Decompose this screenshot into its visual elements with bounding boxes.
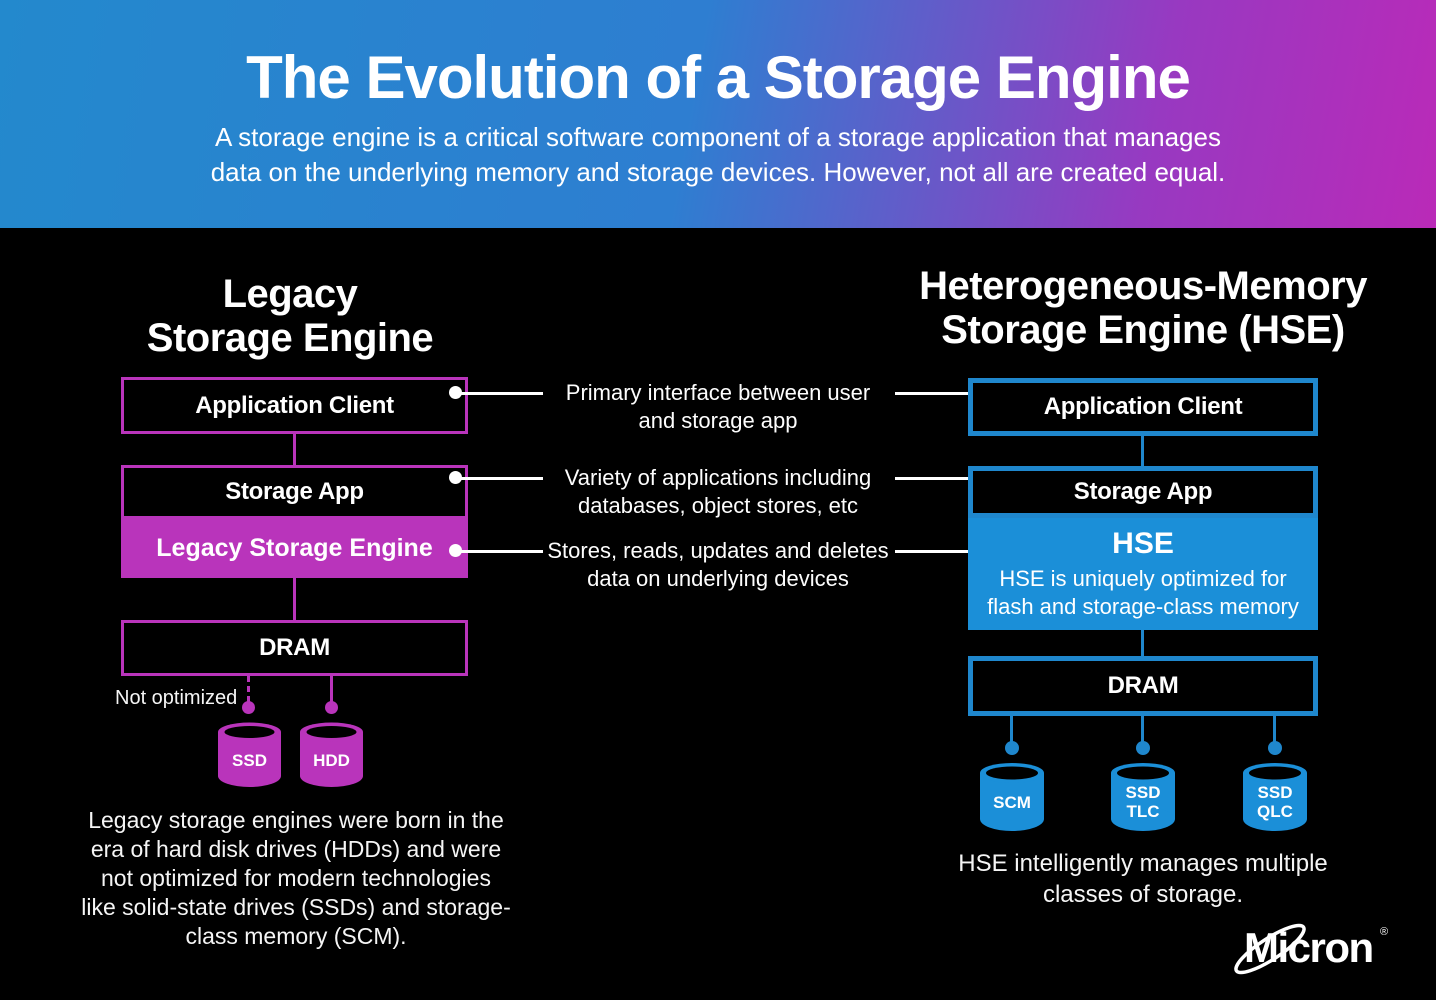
ssd-qlc-cylinder-label: SSD QLC	[1257, 783, 1293, 821]
legacy-storage-engine-box: Legacy Storage Engine	[121, 519, 468, 578]
legacy-connector-engine-dram	[293, 578, 296, 620]
hse-storage-app-box: Storage App	[968, 466, 1318, 518]
page-subtitle: A storage engine is a critical software …	[0, 120, 1436, 190]
cylinder-shape-icon	[300, 722, 363, 787]
hse-application-client-label: Application Client	[1043, 393, 1243, 420]
legacy-application-client-box: Application Client	[121, 377, 468, 434]
annotation2-right-line	[895, 477, 983, 480]
ssd-tlc-cylinder-label: SSD TLC	[1125, 783, 1161, 821]
hdd-cylinder: HDD	[298, 722, 365, 788]
legacy-caption: Legacy storage engines were born in the …	[81, 807, 511, 949]
scm-cylinder: SCM	[978, 762, 1046, 832]
legacy-application-client-label: Application Client	[195, 391, 394, 419]
ssd-cylinder: SSD	[216, 722, 283, 788]
cylinder-shape-icon	[1243, 763, 1307, 831]
annotation2-left-line	[455, 477, 543, 480]
cylinder-shape-icon	[1111, 763, 1175, 831]
hse-dram-ssdtlc-connector	[1141, 716, 1144, 742]
legacy-dram-box: DRAM	[121, 620, 468, 676]
hdd-cylinder-label: HDD	[313, 750, 350, 770]
hse-dram-ssdqlc-connector	[1273, 716, 1276, 742]
hse-scm-connector-dot	[1005, 741, 1019, 755]
ssd-cylinder-label: SSD	[232, 750, 267, 770]
annotation3-left-line	[455, 550, 543, 553]
annotation-storage-app: Variety of applications including databa…	[564, 465, 872, 518]
hse-engine-subtitle: HSE is uniquely optimized for flash and …	[987, 566, 1299, 619]
hse-connector-appclient-storageapp	[1141, 436, 1144, 466]
annotation1-left-line	[455, 392, 543, 395]
scm-cylinder-label: SCM	[993, 792, 1031, 812]
hse-dram-label: DRAM	[1107, 672, 1179, 699]
hse-connector-engine-dram	[1141, 630, 1144, 656]
hse-title-line-2: Storage Engine (HSE)	[941, 308, 1345, 352]
micron-logo: Micron ®	[1222, 912, 1412, 982]
not-optimized-label: Not optimized	[115, 687, 238, 709]
cylinder-shape-icon	[980, 763, 1044, 831]
hse-storage-app-label: Storage App	[1073, 478, 1213, 505]
annotation-storage-engine: Stores, reads, updates and deletes data …	[547, 538, 889, 591]
hse-application-client-box: Application Client	[968, 378, 1318, 436]
annotation-application-client: Primary interface between user and stora…	[565, 380, 871, 433]
ssd-qlc-cylinder: SSD QLC	[1241, 762, 1309, 832]
registered-trademark-icon: ®	[1380, 926, 1389, 938]
legacy-connector-appclient-storageapp	[293, 434, 296, 465]
legacy-storage-app-box: Storage App	[121, 465, 468, 519]
header-banner: The Evolution of a Storage Engine A stor…	[0, 0, 1436, 228]
hse-caption: HSE intelligently manages multiple class…	[958, 850, 1328, 908]
subtitle-line-2: data on the underlying memory and storag…	[210, 157, 1226, 187]
ssd-tlc-cylinder: SSD TLC	[1109, 762, 1177, 832]
page-title: The Evolution of a Storage Engine	[246, 44, 1191, 111]
hse-dram-box: DRAM	[968, 656, 1318, 716]
legacy-title-line-2: Storage Engine	[146, 316, 434, 360]
subtitle-line-1: A storage engine is a critical software …	[215, 122, 1221, 152]
hse-ssdtlc-connector-dot	[1136, 741, 1150, 755]
legacy-dram-label: DRAM	[259, 634, 330, 661]
hse-ssdqlc-connector-dot	[1268, 741, 1282, 755]
annotation3-right-line	[895, 550, 983, 553]
hse-title-line-1: Heterogeneous-Memory	[919, 264, 1367, 308]
legacy-dram-ssd-dashed-connector	[247, 676, 250, 702]
legacy-storage-engine-label: Legacy Storage Engine	[156, 534, 433, 562]
cylinder-shape-icon	[218, 722, 281, 787]
hse-dram-scm-connector	[1010, 716, 1013, 742]
micron-orbit-icon	[1234, 923, 1306, 975]
legacy-ssd-connector-dot	[242, 701, 255, 714]
legacy-hdd-connector-dot	[325, 701, 338, 714]
legacy-dram-hdd-connector	[330, 676, 333, 702]
annotation1-right-line	[895, 392, 983, 395]
hse-engine-box: HSE HSE is uniquely optimized for flash …	[968, 518, 1318, 630]
hse-engine-title: HSE	[1112, 527, 1174, 560]
hse-column-title: Heterogeneous-Memory Storage Engine (HSE…	[853, 264, 1433, 352]
legacy-column-title: Legacy Storage Engine	[70, 272, 510, 360]
legacy-storage-app-label: Storage App	[225, 478, 364, 505]
micron-wordmark: Micron	[1244, 924, 1374, 971]
legacy-title-line-1: Legacy	[222, 272, 358, 316]
